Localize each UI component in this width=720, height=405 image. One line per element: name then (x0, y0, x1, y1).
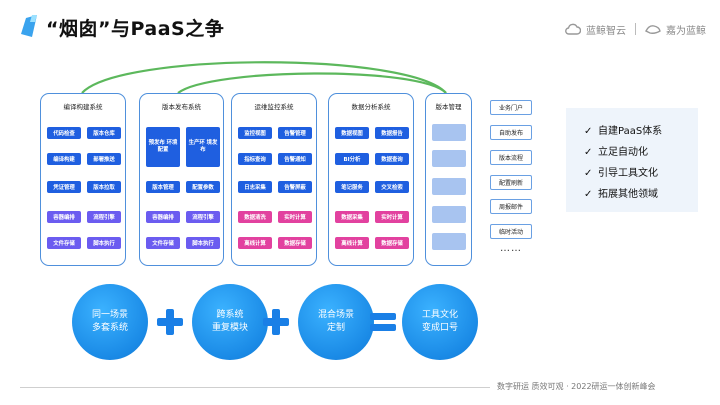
check-icon: ✓ (584, 147, 593, 158)
version-block (432, 206, 466, 223)
check-item: ✓立足自动化 (584, 147, 648, 158)
version-block (432, 178, 466, 195)
logo-right-text: 嘉为蓝鲸 (666, 25, 706, 37)
chip: 笔记服务 (335, 181, 369, 193)
arc-inner (177, 72, 447, 94)
check-item: ✓拓展其他领域 (584, 189, 658, 200)
column-title: 编译构建系统 (63, 103, 103, 111)
equation-result-slogan: 工具文化 变成口号 (402, 284, 478, 360)
page-title: “烟囱”与PaaS之争 (46, 18, 225, 40)
logo-divider (635, 23, 636, 35)
equation-term-custom-scenes: 混合场景 定制 (298, 284, 374, 360)
more-ellipsis: …… (500, 243, 522, 254)
column-title: 版本管理 (435, 103, 462, 111)
chip: 文件存储 (47, 237, 81, 249)
chip: 数据采集 (335, 211, 369, 223)
chip: 脚本执行 (87, 237, 121, 249)
chip: 告警通知 (278, 153, 312, 165)
version-block (432, 124, 466, 141)
column-release-system: 版本发布系统 预发布 环境配置 生产环 境发布 版本管理 配置参数 容器编排 流… (139, 93, 224, 266)
chip: 告警管理 (278, 127, 312, 139)
chip: 数据报告 (375, 127, 409, 139)
portal-item: 周报邮件 (490, 199, 532, 214)
chip: 交叉检索 (375, 181, 409, 193)
column-version-management: 版本管理 (425, 93, 472, 266)
chip: 版本管理 (146, 181, 180, 193)
chip: 文件存储 (146, 237, 180, 249)
chip: 版本拉取 (87, 181, 121, 193)
chip: 容器编排 (146, 211, 180, 223)
chip: 流程引擎 (87, 211, 121, 223)
chip: 实时计算 (375, 211, 409, 223)
chip: 数据查询 (375, 153, 409, 165)
footer-text: 数字研运 质效可观 · 2022研运一体创新峰会 (497, 382, 656, 391)
check-item: ✓自建PaaS体系 (584, 126, 663, 137)
chip: BI分析 (335, 153, 369, 165)
chip: 脚本执行 (186, 237, 220, 249)
chip: 配置参数 (186, 181, 220, 193)
portal-item: 自助发布 (490, 125, 532, 140)
chip: 实时计算 (278, 211, 312, 223)
chip: 部署推送 (87, 153, 121, 165)
logo-bar: 蓝鲸智云 嘉为蓝鲸 (565, 21, 706, 37)
chip: 数据存储 (375, 237, 409, 249)
version-block (432, 150, 466, 167)
column-monitoring-system: 运维监控系统 监控视图 告警管理 指标查询 告警通知 日志采集 告警屏蔽 数据清… (231, 93, 317, 266)
chip: 凭证管理 (47, 181, 81, 193)
chip: 数据存储 (278, 237, 312, 249)
chip: 指标查询 (238, 153, 272, 165)
title-badge-icon (21, 15, 37, 37)
check-icon: ✓ (584, 168, 593, 179)
chip: 流程引擎 (186, 211, 220, 223)
plus-icon (157, 309, 183, 335)
portal-item: 临时活动 (490, 224, 532, 239)
chip: 代码检查 (47, 127, 81, 139)
check-icon: ✓ (584, 189, 593, 200)
equals-icon (370, 311, 396, 333)
equation-term-multi-systems: 同一场景 多套系统 (72, 284, 148, 360)
chip: 告警屏蔽 (278, 181, 312, 193)
column-title: 数据分析系统 (351, 103, 391, 111)
column-analytics-system: 数据分析系统 数据视图 数据报告 BI分析 数据查询 笔记服务 交叉检索 数据采… (328, 93, 414, 266)
checklist-panel: ✓自建PaaS体系 ✓立足自动化 ✓引导工具文化 ✓拓展其他领域 (566, 108, 698, 212)
chip: 日志采集 (238, 181, 272, 193)
chip: 离线计算 (238, 237, 272, 249)
chip: 版本仓库 (87, 127, 121, 139)
whale-logo-icon (645, 25, 661, 34)
portal-item: 版本流程 (490, 150, 532, 165)
check-icon: ✓ (584, 126, 593, 137)
cloud-logo-icon (565, 23, 581, 35)
arc-outer (81, 61, 447, 94)
plus-icon (263, 309, 289, 335)
check-item: ✓引导工具文化 (584, 168, 658, 179)
column-title: 版本发布系统 (162, 103, 201, 111)
chip: 编译构建 (47, 153, 81, 165)
chip: 容器编排 (47, 211, 81, 223)
chip: 数据视图 (335, 127, 369, 139)
column-title: 运维监控系统 (254, 103, 294, 111)
tall-chip: 预发布 环境配置 (146, 127, 180, 167)
column-build-system: 编译构建系统 代码检查 版本仓库 编译构建 部署推送 凭证管理 版本拉取 容器编… (40, 93, 126, 266)
chip: 数据清洗 (238, 211, 272, 223)
tall-chip: 生产环 境发布 (186, 127, 220, 167)
logo-left-text: 蓝鲸智云 (586, 25, 626, 37)
portal-item: 业务门户 (490, 100, 532, 115)
footer-divider (20, 387, 490, 388)
chip: 监控视图 (238, 127, 272, 139)
version-block (432, 233, 466, 250)
equation-term-duplicate-modules: 跨系统 重复模块 (192, 284, 268, 360)
chip: 离线计算 (335, 237, 369, 249)
portal-item: 配置刷新 (490, 175, 532, 190)
